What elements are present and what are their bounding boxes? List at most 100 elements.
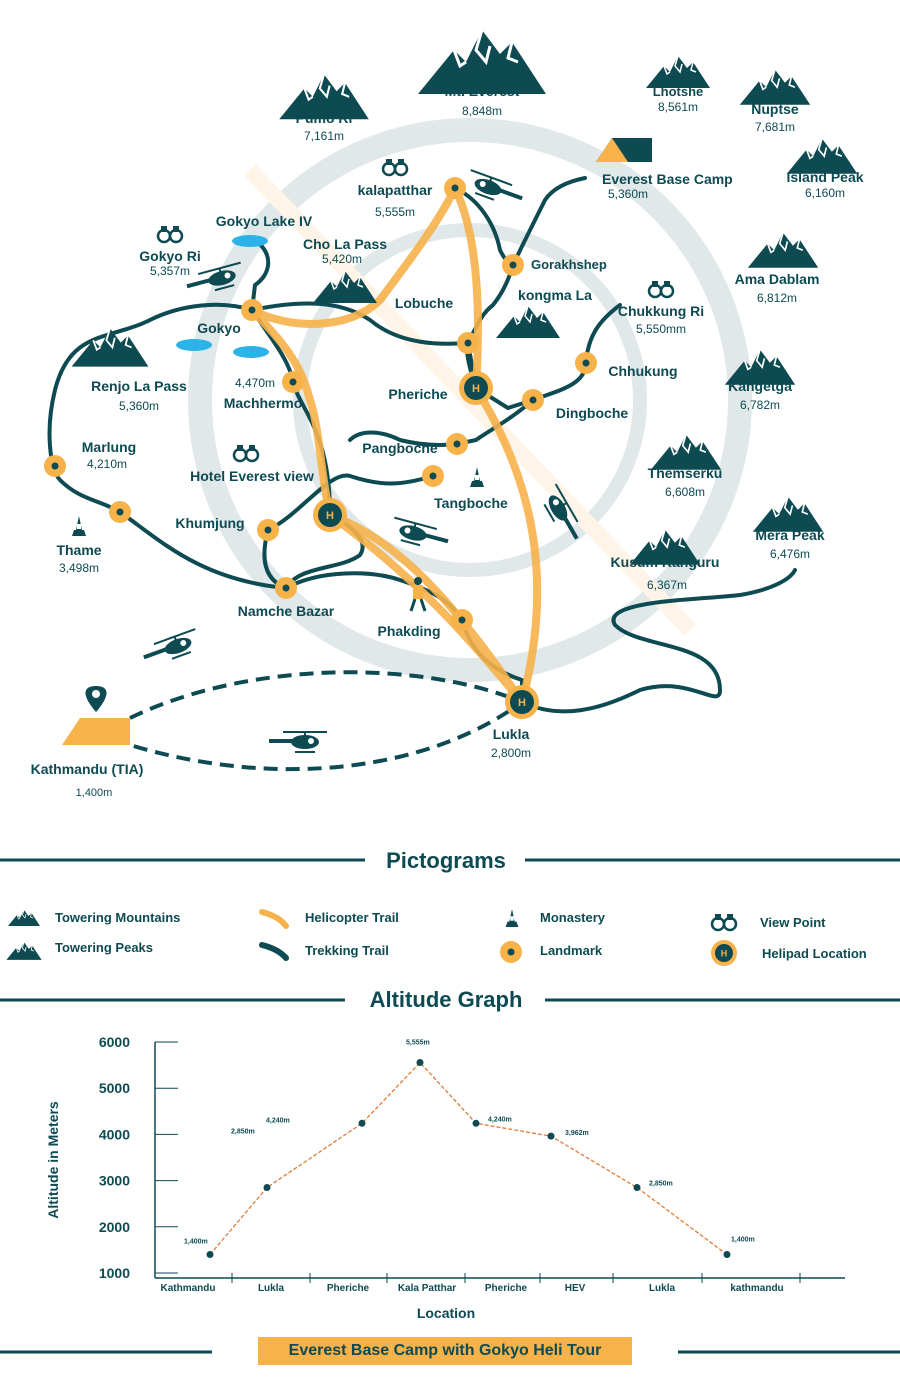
altitude-data-label: 2,850m xyxy=(231,1129,255,1136)
legend-label: Helipad Location xyxy=(762,946,867,961)
mountain-name: Pumo Ri xyxy=(296,110,353,126)
svg-text:H: H xyxy=(326,510,334,522)
pictograms-legend: Pictograms Towering Mountains Towering P… xyxy=(0,848,900,966)
x-axis-label: Location xyxy=(417,1305,475,1321)
altitude-point xyxy=(723,1251,731,1259)
mountain-labels: Mt. Everest 8,848m Pumo Ri 7,161m Lhotsh… xyxy=(296,83,864,592)
place-name: Phakding xyxy=(377,623,440,639)
place-name: Tangboche xyxy=(434,495,508,511)
y-tick-label: 5000 xyxy=(99,1080,130,1096)
mountain-altitude: 6,160m xyxy=(805,186,845,200)
altitude-point xyxy=(206,1251,214,1259)
place-altitude: 5,360m xyxy=(119,399,159,413)
helicopter-trails xyxy=(248,184,542,706)
place-name: Gokyo Lake IV xyxy=(216,213,313,229)
mountain-name: Mera Peak xyxy=(755,527,824,543)
tent-icon xyxy=(596,138,652,162)
y-tick-label: 2000 xyxy=(99,1219,130,1235)
place-name: Chhukung xyxy=(608,363,677,379)
x-tick-label: Kala Patthar xyxy=(398,1283,456,1294)
place-labels: Everest Base Camp 5,360m kalapatthar 5,5… xyxy=(31,171,733,799)
place-altitude: 4,210m xyxy=(87,457,127,471)
graph-title: Altitude Graph xyxy=(370,987,523,1012)
place-name: Hotel Everest view xyxy=(190,468,314,484)
place-altitude: 5,550mm xyxy=(636,322,686,336)
altitude-data-label: 2,850m xyxy=(649,1181,673,1188)
mountain-altitude: 6,812m xyxy=(757,291,797,305)
place-altitude: 5,357m xyxy=(150,264,190,278)
mountain-altitude: 7,681m xyxy=(755,120,795,134)
mountain-altitude: 6,782m xyxy=(740,398,780,412)
mountain-altitude: 6,476m xyxy=(770,547,810,561)
monastery-icon xyxy=(72,516,86,536)
mountain-altitude: 8,561m xyxy=(658,100,698,114)
altitude-data-label: 5,555m xyxy=(406,1040,430,1047)
place-name: Lobuche xyxy=(395,295,454,311)
mountain-altitude: 6,367m xyxy=(647,578,687,592)
mountain-name: Mt. Everest xyxy=(445,83,520,99)
altitude-point xyxy=(416,1059,424,1067)
pictograms-title: Pictograms xyxy=(386,848,506,873)
mountain-name: Kusum Kanguru xyxy=(611,554,720,570)
tour-title-banner: Everest Base Camp with Gokyo Heli Tour xyxy=(258,1337,632,1365)
place-name: Pangboche xyxy=(362,440,438,456)
y-axis-label: Altitude in Meters xyxy=(45,1101,61,1219)
place-name: Cho La Pass xyxy=(303,236,387,252)
kathmandu-flight-route xyxy=(129,670,527,772)
place-name: kongma La xyxy=(518,287,592,303)
svg-text:H: H xyxy=(721,949,728,959)
mountain-name: Island Peak xyxy=(786,169,863,185)
legend-label: Towering Mountains xyxy=(55,910,180,925)
hiker-icon xyxy=(409,577,427,612)
mountain-altitude: 8,848m xyxy=(462,104,502,118)
svg-text:H: H xyxy=(518,697,526,709)
place-name: Gorakhshep xyxy=(531,257,607,272)
lakes xyxy=(176,235,269,358)
x-tick-label: Lukla xyxy=(649,1283,676,1294)
place-altitude: 4,470m xyxy=(235,376,275,390)
mountain-altitude: 7,161m xyxy=(304,129,344,143)
y-tick-label: 3000 xyxy=(99,1173,130,1189)
helipad-markers: H H H xyxy=(313,371,539,719)
y-tick-label: 4000 xyxy=(99,1126,130,1142)
altitude-point xyxy=(633,1184,641,1192)
place-name: Everest Base Camp xyxy=(602,171,733,187)
place-altitude: 5,555m xyxy=(375,205,415,219)
svg-text:H: H xyxy=(472,383,480,395)
legend-label: Helicopter Trail xyxy=(305,910,399,925)
mountain-name: Ama Dablam xyxy=(735,271,820,287)
altitude-data-label: 3,962m xyxy=(565,1130,589,1137)
place-altitude: 5,420m xyxy=(322,252,362,266)
place-name: Kathmandu (TIA) xyxy=(31,761,144,777)
mountain-name: Nuptse xyxy=(751,101,799,117)
x-tick-label: Lukla xyxy=(258,1283,285,1294)
place-name: Khumjung xyxy=(175,515,244,531)
altitude-point xyxy=(358,1119,366,1127)
place-altitude: 5,360m xyxy=(608,187,648,201)
place-name: kalapatthar xyxy=(358,182,433,198)
y-tick-label: 6000 xyxy=(99,1034,130,1050)
x-tick-label: kathmandu xyxy=(730,1283,783,1294)
landmark-markers xyxy=(44,177,597,631)
legend-label: Trekking Trail xyxy=(305,943,389,958)
place-name: Namche Bazar xyxy=(238,603,335,619)
legend-label: Towering Peaks xyxy=(55,940,153,955)
mountain-name: Lhotshe xyxy=(653,84,704,99)
map-pin-icon xyxy=(62,686,130,745)
place-name: Lukla xyxy=(493,726,530,742)
altitude-data-label: 4,240m xyxy=(488,1116,512,1123)
x-tick-label: Pheriche xyxy=(327,1283,370,1294)
altitude-point xyxy=(472,1119,480,1127)
legend-label: Landmark xyxy=(540,943,603,958)
legend-label: View Point xyxy=(760,915,826,930)
monastery-icon xyxy=(470,467,484,487)
place-altitude: 2,800m xyxy=(491,746,531,760)
altitude-point xyxy=(263,1184,271,1192)
place-altitude: 1,400m xyxy=(76,787,113,799)
x-tick-label: Kathmandu xyxy=(161,1283,216,1294)
place-name: Pheriche xyxy=(388,386,447,402)
x-tick-label: Pheriche xyxy=(485,1283,528,1294)
place-name: Chukkung Ri xyxy=(618,303,704,319)
altitude-series-line xyxy=(209,1061,728,1256)
altitude-data-label: 4,240m xyxy=(266,1117,290,1124)
